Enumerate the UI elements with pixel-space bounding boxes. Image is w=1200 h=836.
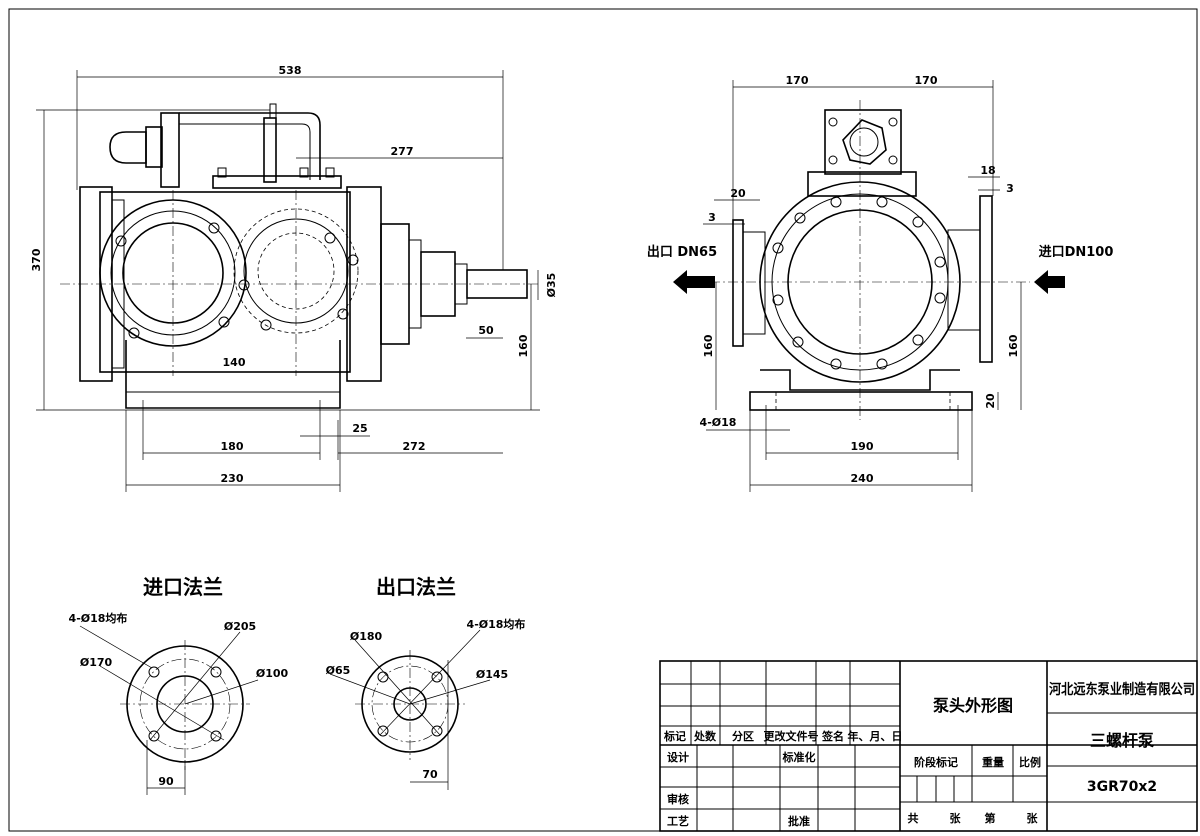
tb-total: 共	[908, 811, 919, 825]
dim-3-right: 3	[1006, 182, 1014, 195]
dim-240: 240	[851, 472, 874, 485]
outlet-d180: Ø180	[350, 630, 383, 643]
outlet-label: 出口 DN65	[647, 244, 717, 260]
dim-160-front: 160	[517, 334, 530, 357]
dim-20-flange: 20	[730, 187, 746, 200]
tb-zone: 分区	[732, 729, 754, 743]
model-number: 3GR70x2	[1087, 779, 1157, 795]
inlet-label: 进口DN100	[1039, 245, 1114, 260]
inlet-flange-title: 进口法兰	[143, 575, 223, 599]
dim-190: 190	[851, 440, 874, 453]
dim-25: 25	[352, 422, 367, 435]
dim-18: 18	[980, 164, 995, 177]
inlet-d100: Ø100	[256, 667, 289, 680]
tb-date: 年、月、日	[848, 729, 903, 743]
dim-140: 140	[223, 356, 246, 369]
tb-sign: 签名	[821, 729, 844, 743]
tb-review: 审核	[667, 792, 689, 806]
front-view: 538 277 370 Ø35 50 160 140 180 25 272 23…	[30, 64, 558, 492]
inlet-d205: Ø205	[224, 620, 256, 633]
dim-170-left: 170	[786, 74, 809, 87]
drawing-border	[8, 8, 1198, 832]
tb-weight: 重量	[982, 755, 1004, 769]
inlet-arrow-icon	[1034, 270, 1065, 294]
tb-scale: 比例	[1019, 755, 1041, 769]
inlet-d170: Ø170	[80, 656, 113, 669]
dim-160-side-right: 160	[1007, 334, 1020, 357]
dim-170-right: 170	[915, 74, 938, 87]
dim-277: 277	[391, 145, 414, 158]
dim-230: 230	[221, 472, 244, 485]
drawing-title: 泵头外形图	[932, 696, 1013, 715]
title-block: 标记 处数 分区 更改文件号 签名 年、月、日 设计 标准化 审核 工艺 批准 …	[659, 660, 1198, 832]
tb-design: 设计	[667, 750, 689, 764]
outlet-flange-title: 出口法兰	[376, 575, 456, 599]
tb-approve: 批准	[788, 814, 810, 828]
tb-mark: 标记	[663, 729, 686, 743]
outlet-arrow-icon	[673, 270, 715, 294]
dim-370: 370	[30, 248, 43, 271]
outlet-flange-view: 出口法兰 Ø180 4-Ø18均布 Ø65 Ø145 70	[326, 575, 526, 790]
dim-shaft-dia: Ø35	[545, 273, 558, 298]
outlet-holes: 4-Ø18均布	[467, 617, 526, 631]
tb-change-doc: 更改文件号	[764, 729, 819, 743]
inlet-d90: 90	[158, 775, 174, 788]
outlet-d65: Ø65	[326, 664, 351, 677]
tb-standard: 标准化	[782, 750, 816, 764]
company-name: 河北远东泵业制造有限公司	[1049, 681, 1195, 698]
dim-3-left: 3	[708, 211, 716, 224]
product-name: 三螺杆泵	[1090, 731, 1154, 750]
tb-page: 第	[985, 811, 996, 825]
dim-160-side-left: 160	[702, 334, 715, 357]
dim-20-foot: 20	[984, 393, 997, 409]
tb-sheets: 张	[950, 811, 962, 825]
dim-50: 50	[478, 324, 494, 337]
dim-180: 180	[221, 440, 244, 453]
tb-sheet: 张	[1027, 811, 1039, 825]
tb-count: 处数	[693, 729, 717, 743]
tb-process: 工艺	[667, 814, 689, 828]
dim-538: 538	[279, 64, 302, 77]
dim-272: 272	[403, 440, 426, 453]
inlet-flange-view: 进口法兰 4-Ø18均布 Ø205 Ø170 Ø100 90	[69, 575, 289, 795]
inlet-holes: 4-Ø18均布	[69, 611, 128, 625]
outlet-d70: 70	[422, 768, 438, 781]
tb-stage-mark: 阶段标记	[914, 755, 958, 769]
dim-holes-side: 4-Ø18	[700, 416, 737, 429]
side-view: 170 170 20 3 18 3 160 160 20 4-Ø18 190 2…	[647, 74, 1114, 492]
outlet-d145: Ø145	[476, 668, 508, 681]
